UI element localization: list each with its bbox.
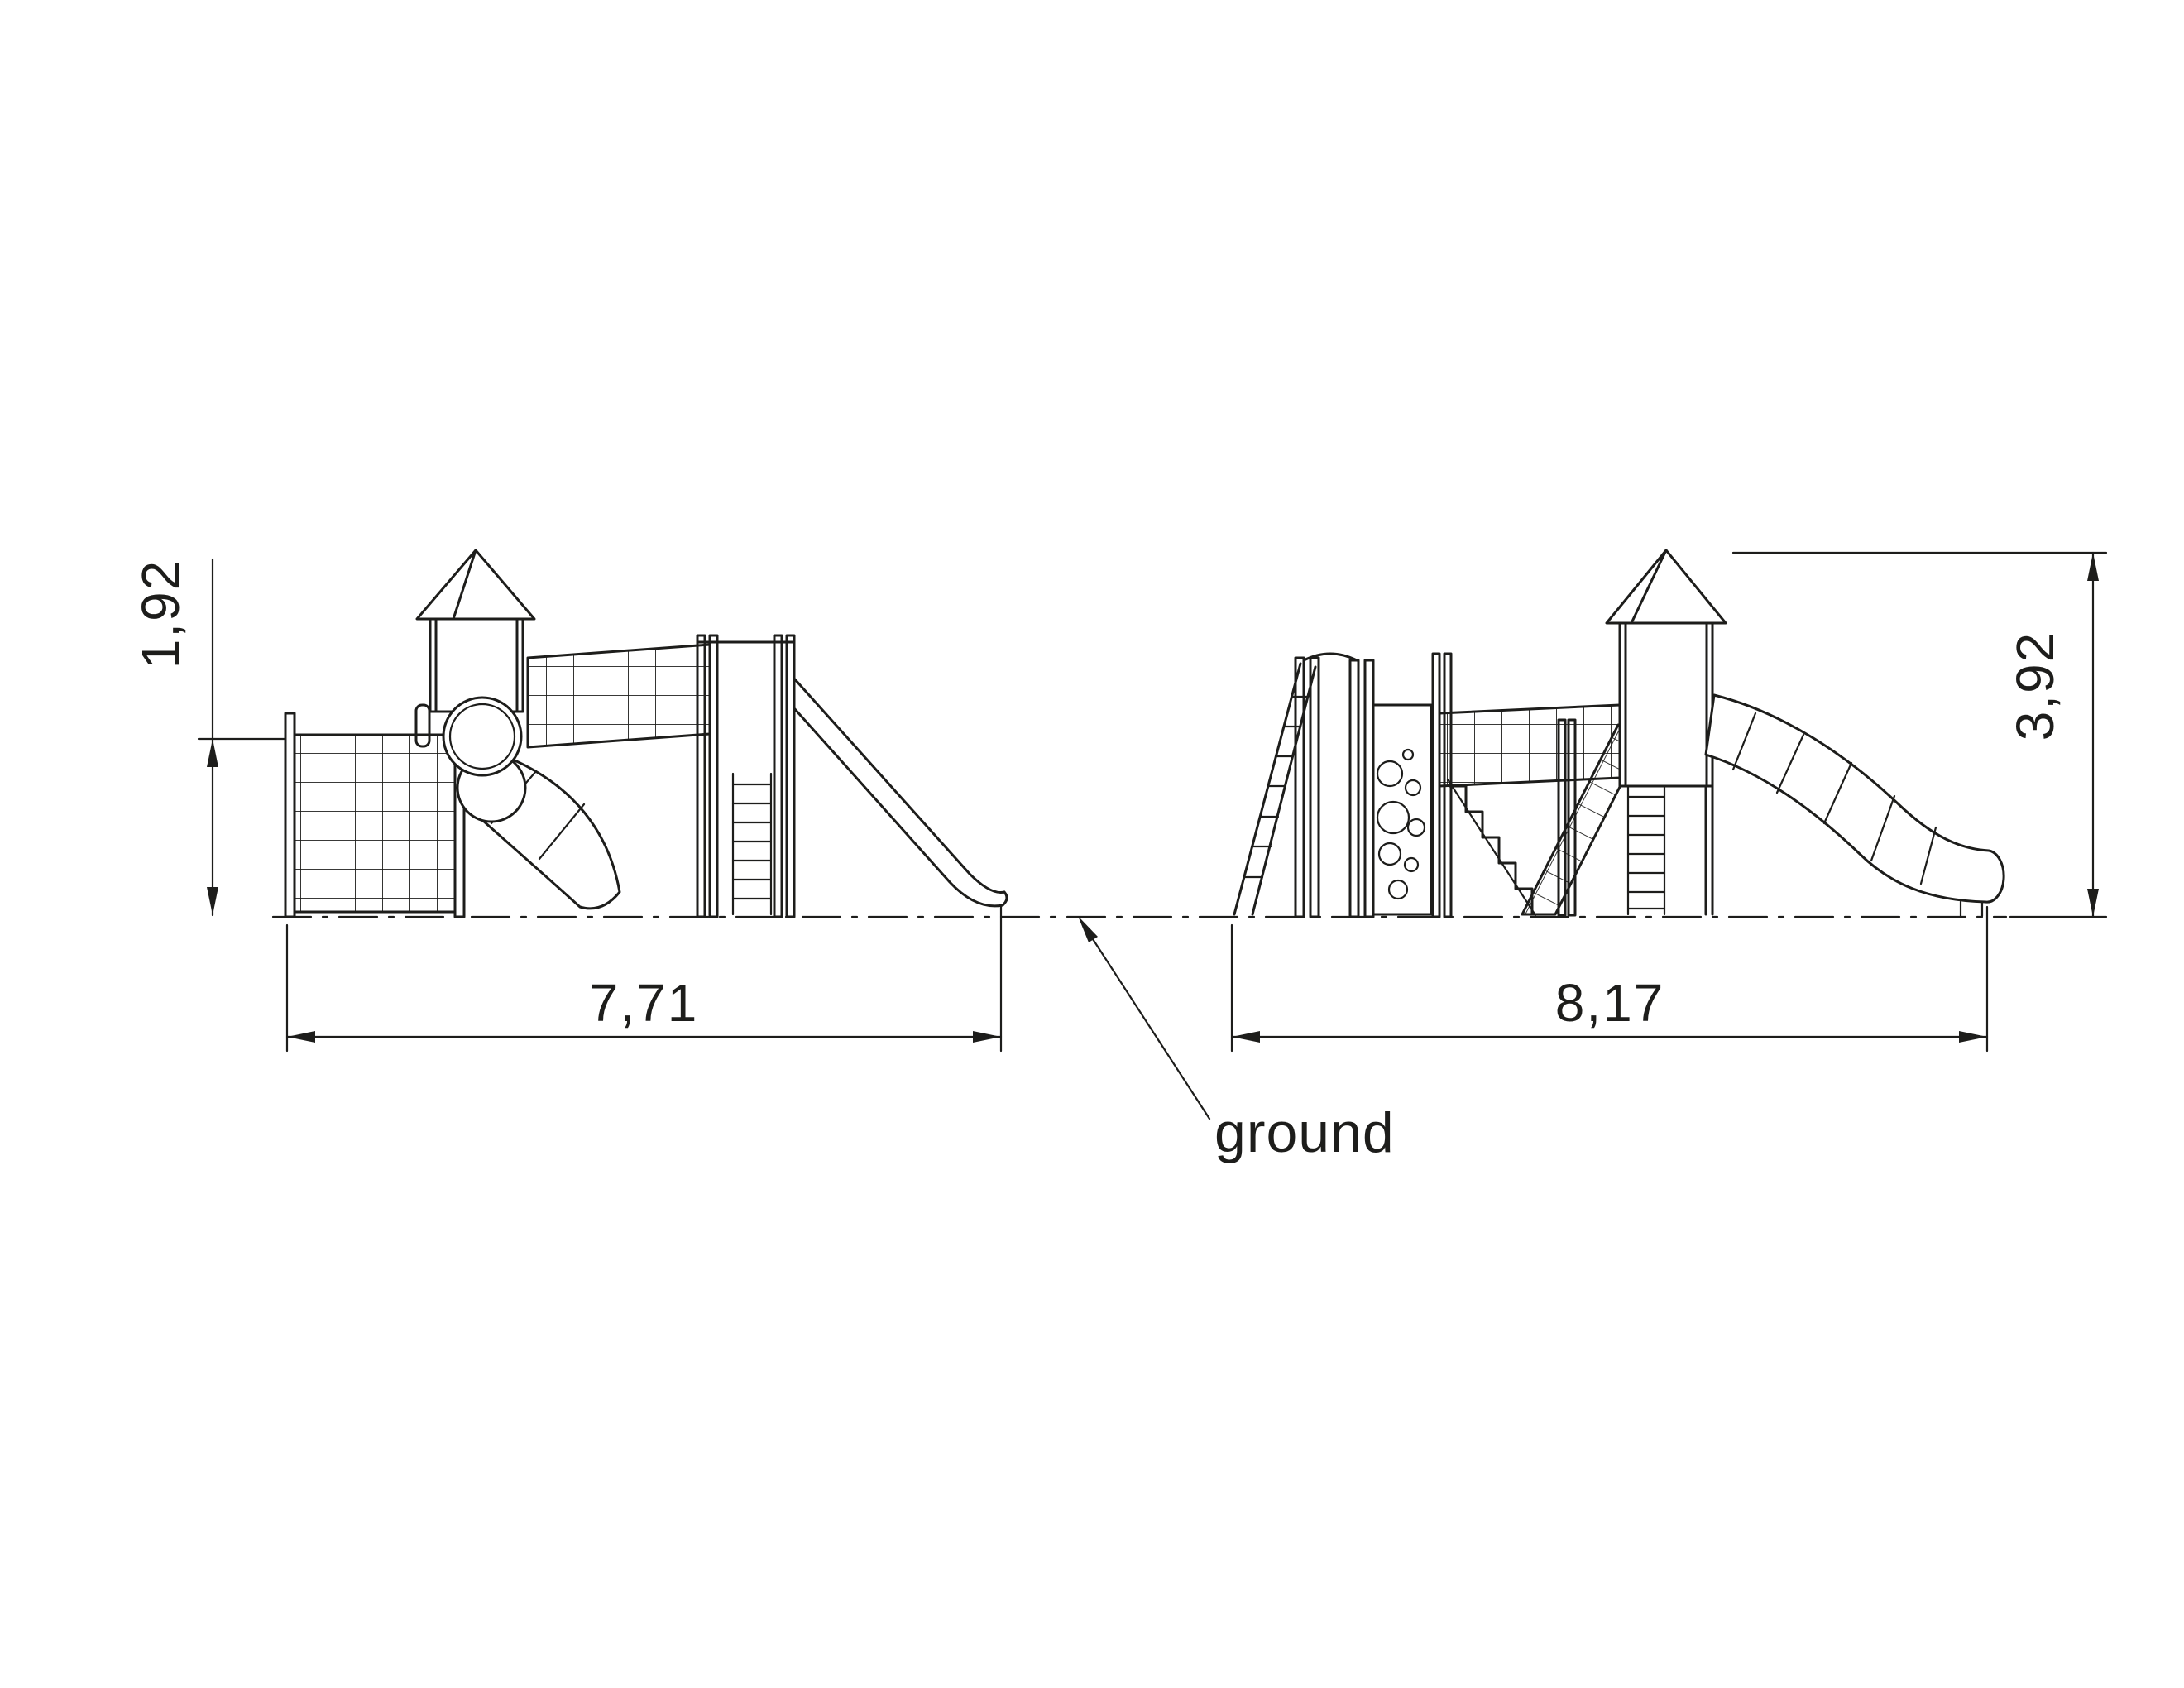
arrowhead-up — [2087, 553, 2099, 581]
tower-leg — [1704, 784, 1714, 916]
extension-lines — [1731, 551, 2108, 918]
arrowhead-up — [207, 739, 218, 767]
tower-side — [1605, 549, 1727, 916]
climbing-net-panel — [284, 712, 466, 918]
hole — [1403, 856, 1420, 873]
ground-label: ground — [1214, 1101, 1395, 1164]
extension-lines — [1230, 905, 1989, 1053]
ladder-rails — [731, 772, 773, 916]
tower-roof-edge — [1630, 549, 1668, 625]
extension-lines — [285, 905, 1003, 1053]
dimension-text-side-width: 8,17 — [1555, 973, 1665, 1033]
slide-top-edge — [793, 677, 1006, 894]
access-ladder — [731, 772, 773, 916]
panel-outline — [1372, 703, 1433, 916]
tube-entry-inner-rim — [448, 703, 516, 770]
staircase — [1446, 778, 1537, 917]
stair-posts — [1557, 718, 1577, 917]
tower-roof-edge — [452, 549, 477, 621]
hole — [1376, 800, 1410, 835]
arrowhead-left — [287, 1031, 315, 1043]
dimension-text-side-height: 3,92 — [2005, 631, 2065, 741]
net-bridge — [526, 643, 711, 749]
net-post-left — [284, 712, 296, 918]
arrowhead-right — [1959, 1031, 1987, 1043]
post — [1348, 659, 1360, 918]
straight-slide — [793, 677, 1008, 908]
side-elevation-view — [1233, 549, 2005, 918]
hole — [1376, 760, 1404, 788]
handrail-arc — [1302, 652, 1358, 662]
hole — [1404, 779, 1422, 797]
post — [785, 634, 796, 918]
dimension-front-height: 1,92 — [131, 558, 287, 917]
dimension-text-front-height: 1,92 — [131, 559, 190, 669]
stair-steps — [1448, 784, 1534, 916]
tower-body — [1618, 621, 1714, 788]
ground-label-leader: ground — [1078, 916, 1395, 1164]
arrowhead-right — [973, 1031, 1001, 1043]
tube-ring-lines — [1731, 712, 1937, 885]
entry-posts — [1294, 652, 1375, 918]
slide-end-lip — [1001, 890, 1008, 907]
net-grid — [293, 733, 457, 914]
leader-line — [1082, 923, 1211, 1120]
leader-arrowhead — [1078, 916, 1098, 942]
post — [1567, 718, 1577, 917]
hole — [1377, 842, 1402, 866]
tower-corner-posts — [1624, 621, 1708, 788]
dimension-side-width: 8,17 — [1230, 905, 1989, 1053]
dimension-text-front-width: 7,71 — [589, 973, 699, 1033]
stair-stringer — [1446, 778, 1537, 917]
ramp-rungs — [1243, 695, 1310, 879]
arrowhead-down — [207, 887, 218, 915]
hole — [1406, 818, 1426, 837]
front-elevation-view — [284, 549, 1008, 918]
post — [1294, 656, 1305, 918]
tower-body — [429, 617, 524, 713]
spiral-tube-slide — [442, 696, 621, 910]
post — [1309, 656, 1320, 918]
dimension-front-width: 7,71 — [285, 905, 1003, 1053]
post — [773, 634, 783, 918]
dimension-side-height: 3,92 — [1731, 551, 2108, 918]
slide-bottom-edge — [793, 707, 1004, 908]
tower-front — [414, 549, 536, 748]
tower-roof — [415, 549, 536, 621]
post — [1557, 718, 1567, 917]
tower-ladder — [1626, 784, 1666, 916]
post — [708, 634, 719, 918]
tube-exit-supports — [1959, 900, 1984, 918]
hole — [1387, 879, 1409, 900]
hole — [1401, 748, 1415, 761]
grab-handle — [414, 703, 431, 748]
tower-roof — [1605, 549, 1727, 625]
arrowhead-left — [1232, 1031, 1260, 1043]
ladder-rungs — [731, 783, 773, 900]
arrowhead-down — [2087, 889, 2099, 917]
post — [696, 634, 706, 918]
platform-posts — [696, 634, 796, 918]
tube-entry-ring — [442, 696, 523, 777]
ladder-rungs — [1626, 795, 1666, 910]
tower-corner-posts — [434, 617, 519, 713]
ladder-rails — [1626, 784, 1666, 916]
hole-climbing-panel — [1372, 703, 1433, 916]
tube-slide — [1704, 693, 2005, 918]
